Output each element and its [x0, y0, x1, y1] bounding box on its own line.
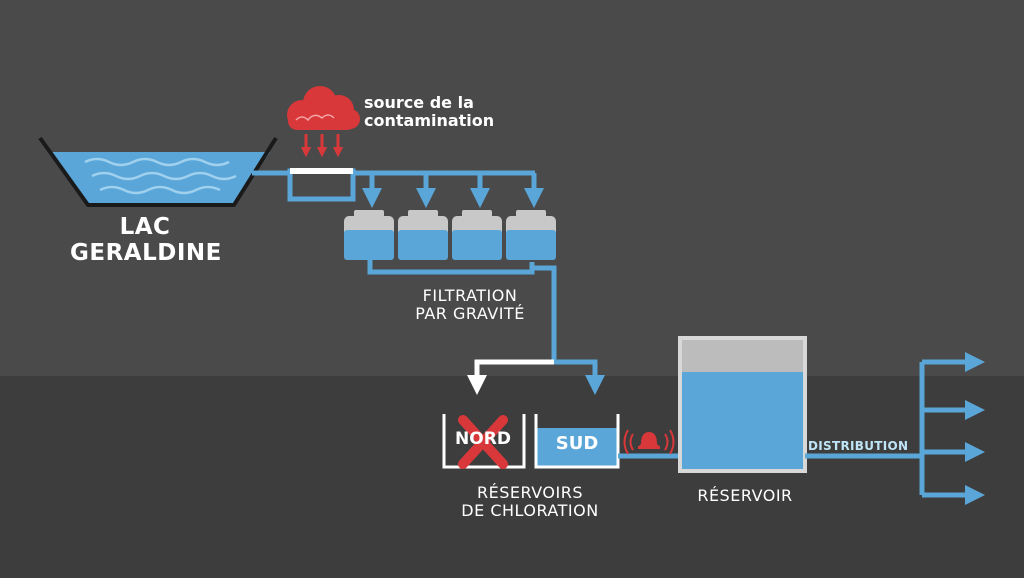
tank-north — [442, 414, 526, 469]
chlorination-label-line1: RÉSERVOIRS — [477, 483, 583, 502]
distribution-label: DISTRIBUTION — [808, 439, 909, 453]
lake-label-line2: GERALDINE — [70, 240, 222, 267]
filtration-label: FILTRATION PAR GRAVITÉ — [370, 286, 570, 324]
filter-unit — [452, 210, 502, 260]
distribution-pipes — [805, 352, 985, 505]
gravity-filters — [344, 210, 556, 260]
main-reservoir — [678, 336, 807, 473]
filter-unit — [506, 210, 556, 260]
cloud-icon — [287, 86, 360, 130]
filtration-label-line2: PAR GRAVITÉ — [415, 304, 525, 324]
filter-unit — [344, 210, 394, 260]
background-lower — [0, 376, 1024, 578]
lake-label-line1: LAC — [119, 214, 171, 240]
tank-south — [534, 414, 620, 469]
source-label-line1: source de la — [364, 93, 474, 112]
contamination-arrows — [300, 134, 344, 158]
alarm-bell-icon — [623, 429, 675, 455]
reservoir-label: RÉSERVOIR — [697, 486, 793, 505]
tank-north-label: NORD — [455, 429, 511, 449]
filter-unit — [398, 210, 448, 260]
chlorination-label-line2: DE CHLORATION — [461, 501, 599, 521]
x-mark-icon — [458, 415, 508, 469]
chlorination-tanks-label: RÉSERVOIRS DE CHLORATION — [425, 483, 635, 521]
filtration-label-line1: FILTRATION — [422, 286, 518, 305]
source-label-line2: contamination — [364, 110, 495, 130]
filter-feed-arrows — [362, 173, 544, 208]
contamination-source-label: source de la contamination — [364, 94, 494, 130]
lake-label: LAC GERALDINE — [70, 214, 222, 267]
tank-south-label: SUD — [555, 433, 599, 454]
intake-pipe — [252, 168, 535, 202]
filter-outlet-pipe — [367, 260, 605, 395]
